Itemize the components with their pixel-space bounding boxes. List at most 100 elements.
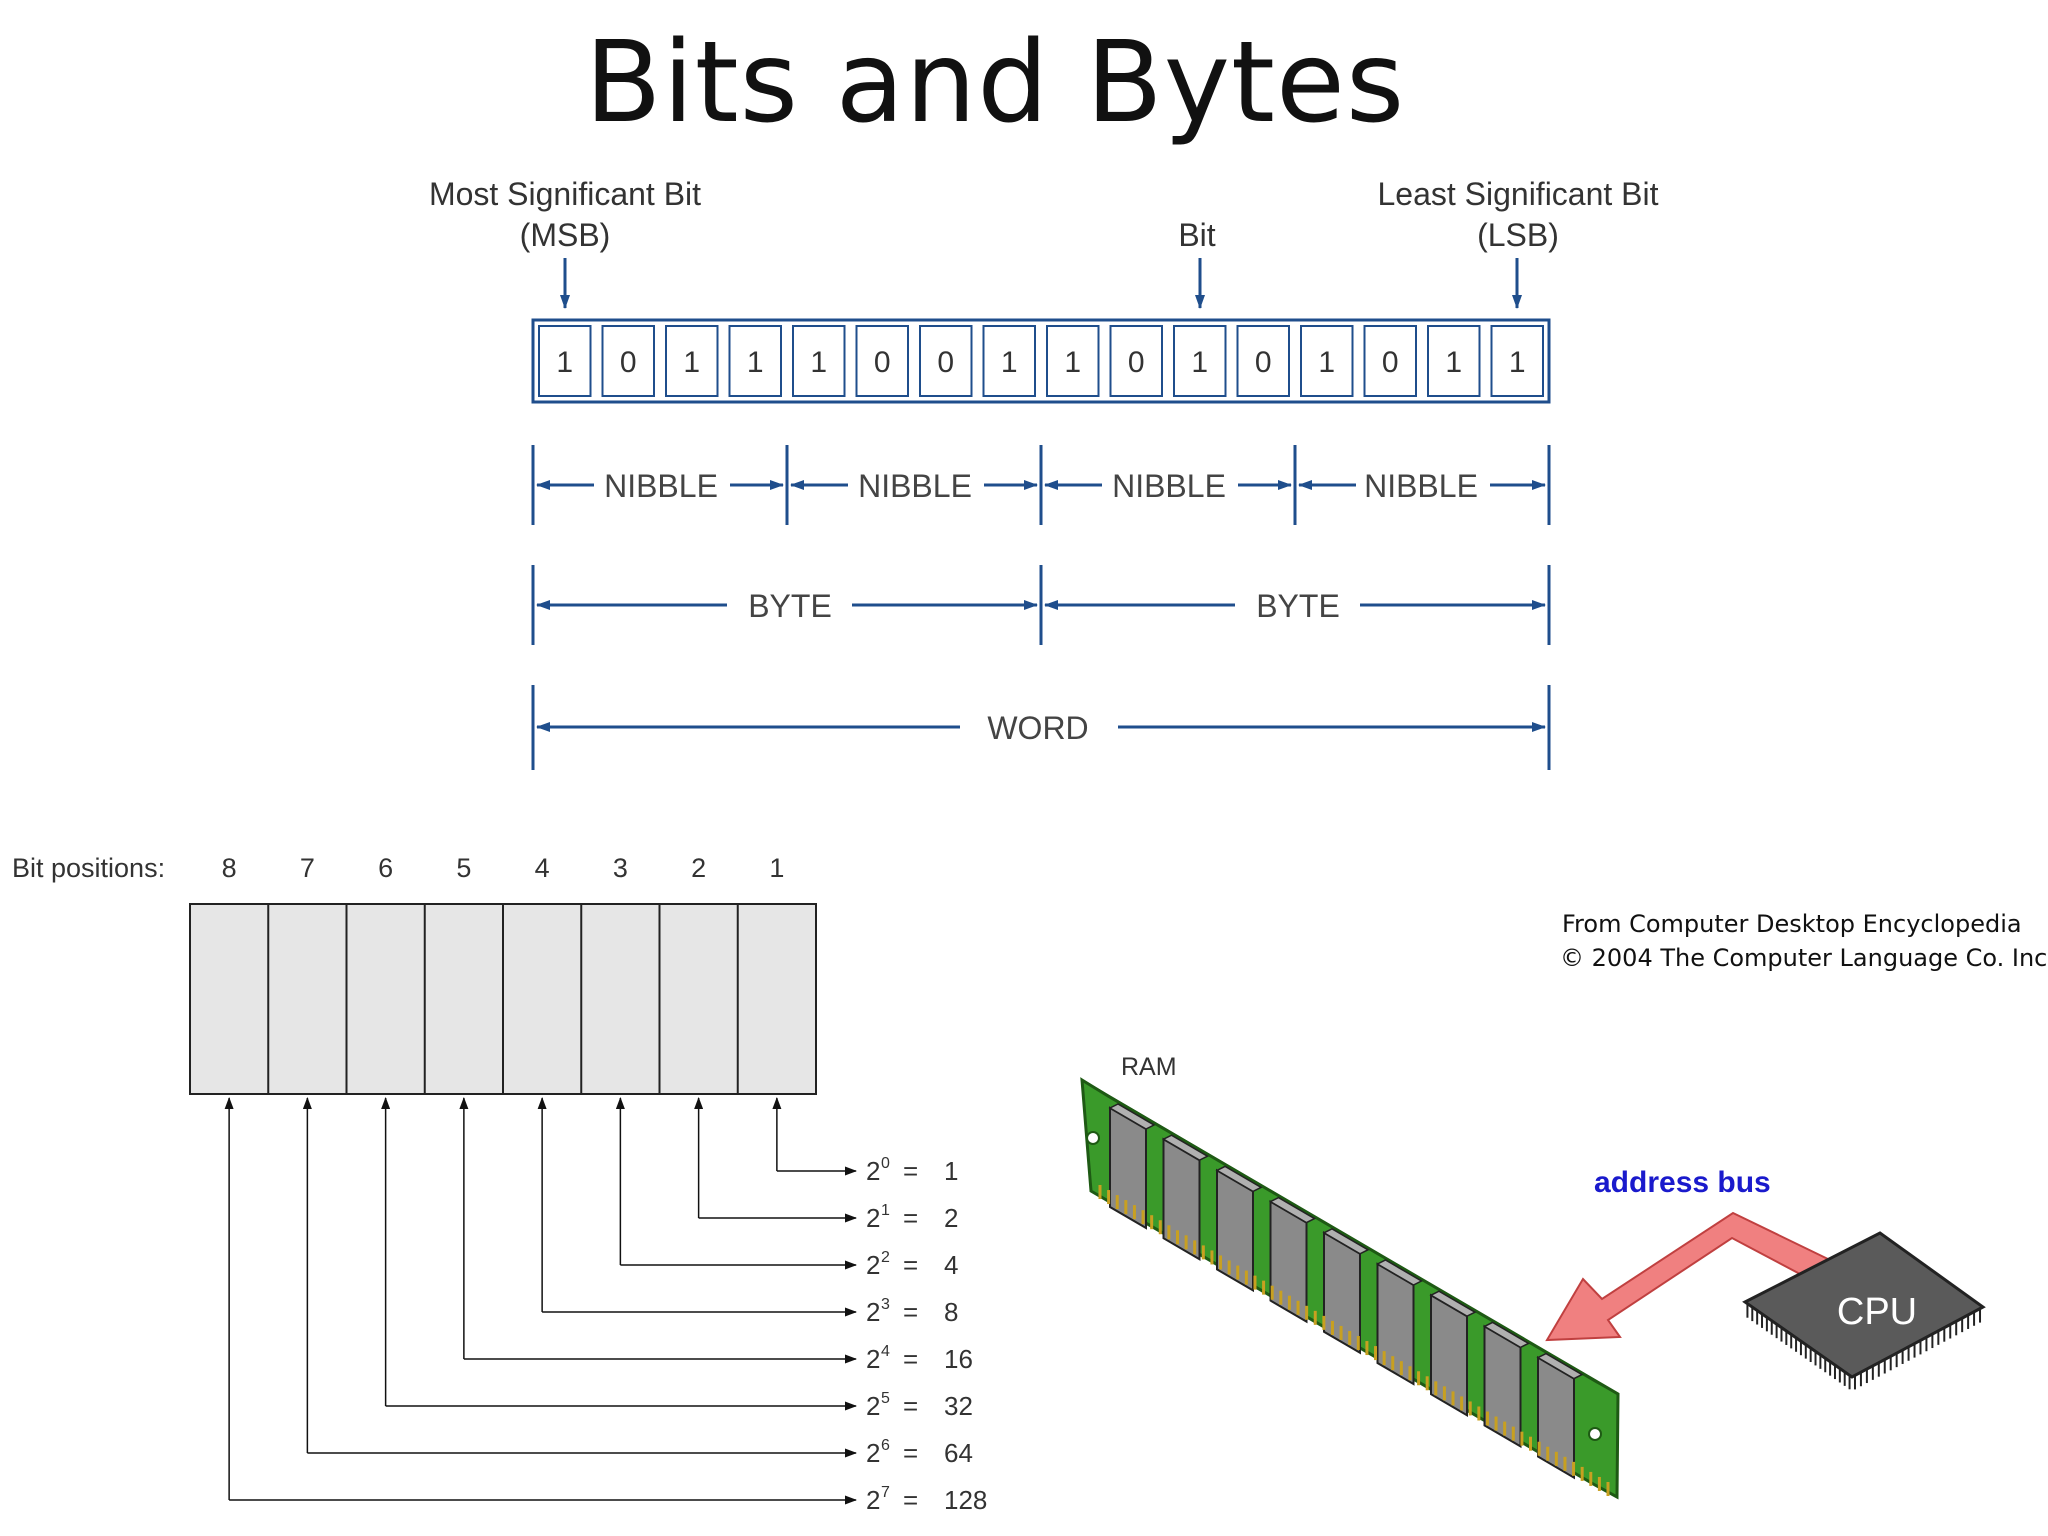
bit-value: 1 (1318, 346, 1335, 379)
bit-positions-label: Bit positions: (12, 853, 165, 883)
ram-cpu-illustration: From Computer Desktop Encyclopedia © 200… (1080, 910, 2048, 1500)
byte-label: BYTE (748, 588, 832, 624)
power-exponent: 7 (881, 1484, 890, 1501)
bit-value: 1 (1445, 346, 1462, 379)
lsb-label-line1: Least Significant Bit (1377, 176, 1658, 212)
bit-value: 1 (1509, 346, 1526, 379)
bit-cell (1046, 325, 1100, 397)
power-value: 32 (944, 1391, 973, 1421)
bit-cell (1109, 325, 1163, 397)
lsb-label-line2: (LSB) (1477, 217, 1559, 253)
power-value: 1 (944, 1156, 958, 1186)
bit-position-number: 7 (300, 853, 315, 883)
power-exponent: 2 (881, 1249, 890, 1266)
bit-value: 0 (1255, 346, 1272, 379)
bit-position-number: 4 (535, 853, 550, 883)
power-equals: = (903, 1344, 918, 1374)
power-value: 8 (944, 1297, 958, 1327)
ram-pins (1098, 1185, 1610, 1496)
power-value: 4 (944, 1250, 958, 1280)
power-value: 16 (944, 1344, 973, 1374)
ram-chip-top (1322, 1227, 1370, 1255)
power-exponent: 3 (881, 1296, 890, 1313)
bit-position-number: 8 (222, 853, 237, 883)
power-equals: = (903, 1438, 918, 1468)
power-equals: = (903, 1485, 918, 1515)
nibble-label: NIBBLE (604, 468, 718, 504)
bit-cell (855, 325, 909, 397)
ram-chip-top (1536, 1352, 1584, 1380)
word-row: WORD (531, 685, 1551, 770)
power-equals: = (903, 1297, 918, 1327)
msb-label-line2: (MSB) (520, 217, 611, 253)
address-bus-arrow (1545, 1211, 1832, 1342)
bit-label: Bit (1178, 217, 1215, 253)
byte-row: BYTE BYTE (531, 565, 1551, 645)
bit-cell (601, 325, 655, 397)
bit-position-number: 1 (769, 853, 784, 883)
cpu-body (1742, 1231, 1986, 1379)
byte-label: BYTE (1256, 588, 1340, 624)
bit-cell (982, 325, 1036, 397)
cpu-pins (1746, 1303, 1982, 1390)
bit-value: 1 (683, 346, 700, 379)
bit-cell (1427, 325, 1481, 397)
power-exponent: 4 (881, 1343, 890, 1360)
bit-value: 1 (1191, 346, 1208, 379)
ram-chip-top (1268, 1196, 1317, 1224)
bit-value: 0 (937, 346, 954, 379)
power-equals: = (903, 1203, 918, 1233)
power-base: 2 (866, 1297, 880, 1327)
bit-position-cells (267, 904, 739, 1094)
bit-value: 1 (1001, 346, 1018, 379)
power-equals: = (903, 1156, 918, 1186)
power-exponent: 6 (881, 1437, 890, 1454)
bit-position-number: 6 (378, 853, 393, 883)
bit-cell (1236, 325, 1290, 397)
credit-line1: From Computer Desktop Encyclopedia (1562, 910, 2022, 938)
nibble-label: NIBBLE (1112, 468, 1226, 504)
cpu-label: CPU (1837, 1291, 1917, 1333)
bit-cell (728, 325, 782, 397)
power-exponent: 0 (881, 1155, 890, 1172)
bit-position-number: 2 (691, 853, 706, 883)
power-equals: = (903, 1250, 918, 1280)
ram-chip-top (1375, 1259, 1424, 1286)
bit-cell (538, 325, 592, 397)
ram-chips (1108, 1103, 1584, 1480)
bit-value: 1 (556, 346, 573, 379)
cpu-chip: CPU (1742, 1231, 1986, 1390)
word-label: WORD (987, 710, 1088, 746)
power-value: 64 (944, 1438, 973, 1468)
ram-chip-top (1429, 1290, 1477, 1318)
address-bus-label: address bus (1594, 1166, 1771, 1199)
power-base: 2 (866, 1438, 880, 1468)
bit-cell (665, 325, 719, 397)
bit-cell (1300, 325, 1354, 397)
ram-notch-hole (1086, 1131, 1100, 1145)
word-diagram: Most Significant Bit (MSB) Bit Least Sig… (429, 176, 1659, 770)
power-base: 2 (866, 1203, 880, 1233)
power-base: 2 (866, 1485, 880, 1515)
nibble-row: NIBBLE NIBBLE NIBBLE NIBBLE (531, 445, 1551, 525)
ram-label: RAM (1121, 1053, 1177, 1081)
ram-module (1080, 1077, 1620, 1500)
bit-cell (919, 325, 973, 397)
bit-cell (792, 325, 846, 397)
power-exponent: 1 (881, 1202, 890, 1219)
bit-value: 1 (1064, 346, 1081, 379)
power-equals: = (903, 1391, 918, 1421)
msb-label-line1: Most Significant Bit (429, 176, 701, 212)
credit-line2: © 2004 The Computer Language Co. Inc. (1560, 944, 2048, 972)
bit-cell (1490, 325, 1544, 397)
bit-position-number: 5 (456, 853, 471, 883)
power-exponent: 5 (881, 1390, 890, 1407)
nibble-label: NIBBLE (858, 468, 972, 504)
bit-value: 0 (1382, 346, 1399, 379)
power-value: 128 (944, 1485, 987, 1515)
